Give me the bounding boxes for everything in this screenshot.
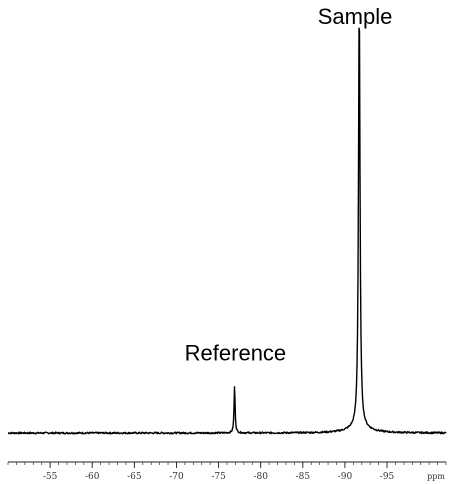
spectrum-line [7,27,447,435]
x-axis-tick-label: -85 [296,472,311,482]
x-axis-tick-label: -90 [338,472,353,482]
x-axis-tick-label: -65 [127,472,142,482]
x-axis-unit-label: ppm [427,472,445,481]
reference-peak-label: Reference [185,340,287,365]
x-axis-major-ticks [49,462,388,468]
x-axis-tick-label: -55 [43,472,58,482]
x-axis-tick-label: -60 [85,472,100,482]
x-axis-tick-label: -75 [211,472,226,482]
x-axis-tick-label: -80 [253,472,268,482]
sample-peak-label: Sample [318,4,393,29]
x-axis-tick-labels: -55 -60 -65 -70 -75 -80 -85 -90 -95 [43,472,395,482]
x-axis-tick-label: -95 [380,472,395,482]
x-axis-tick-label: -70 [169,472,184,482]
